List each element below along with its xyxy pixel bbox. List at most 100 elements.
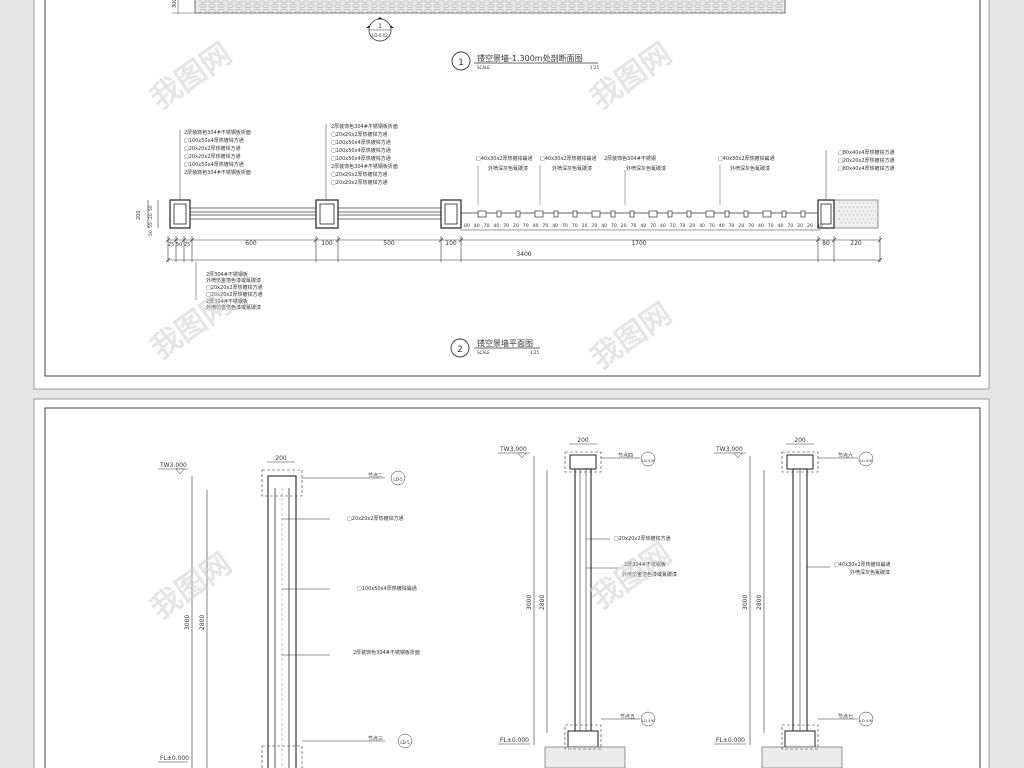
elev2-node-top-ref: LD-5/6 (642, 459, 655, 463)
title-2-number: 2 (457, 345, 463, 355)
plan-side-dim-2: 55 (148, 222, 154, 228)
elev2-node-bottom-ref: LD-5/6 (642, 719, 655, 723)
plan-spacing-label: 70 (503, 223, 509, 229)
sheet-border-bottom (44, 407, 981, 768)
elev3-note-1: 外喷深灰色氟碳漆 (850, 569, 890, 576)
elev2-width: 200 (577, 437, 589, 444)
plan-spacing-label: 70 (729, 223, 735, 229)
section-paving-strip (172, 0, 786, 14)
drawing-title-2: 2 镂空景墙平面图 SCALE 1:25 (450, 338, 540, 358)
title-1-text: 镂空景墙-1.300m处剖断面图 (477, 53, 583, 63)
elev1-note-0: □20x20x2厚热镀锌方通 (347, 515, 404, 522)
elev3-width: 200 (794, 437, 806, 444)
plan-beam-2 (185, 214, 317, 220)
title-1-scale-value: 1:25 (590, 65, 599, 70)
plan-spacing-label: 70 (787, 223, 793, 229)
callout-mid-4: □100x50x4厚热镀锌方通 (331, 155, 391, 162)
callout-bottom-2: □20x20x2厚热镀锌方通 (206, 284, 263, 291)
elev2-height-inner: 2800 (539, 595, 546, 610)
elev1-bottom-level: FL±0.000 (160, 755, 189, 762)
callout-right-0: □80x40x4厚热镀锌方通 (838, 149, 895, 156)
callout-bottom-5: 外喷仿金箔色漆或氟碳漆 (206, 304, 261, 311)
sheet-frame-top (33, 0, 990, 390)
elev2-height-total: 3000 (526, 595, 533, 610)
plan-spacing-label: 40 (533, 223, 539, 229)
plan-spacing-label: 20 (797, 223, 803, 229)
plan-spacing-label: 70 (591, 223, 597, 229)
elev3-top-level: TW3.000 (715, 446, 743, 453)
callout-mid-2: □100x50x4厚热镀锌方通 (331, 139, 391, 146)
plan-spacing-label: 40 (660, 223, 666, 229)
top-note-1-l2: 外喷深灰色氟碳漆 (552, 165, 592, 172)
plan-side-dim-0: 200 (136, 210, 142, 220)
plan-slat (667, 210, 673, 218)
elev1-node-top-ref: LD-5 (393, 477, 403, 482)
plan-beam-3 (337, 207, 442, 213)
top-note-3-l2: 外喷深灰色氟碳漆 (730, 165, 770, 172)
callout-mid-6: □20x20x2厚热镀锌方通 (331, 171, 388, 178)
callout-bottom-0: 2厚304#不锈钢板 (206, 271, 248, 278)
elev1-note-2: 2厚装饰色304#不锈钢板折面 (353, 649, 420, 656)
plan-spacing-label: 40 (601, 223, 607, 229)
plan-spacing-label: 20 (513, 223, 519, 229)
elev1-top-level: TW3.000 (159, 462, 187, 469)
plan-callout-bottom: 2厚304#不锈钢板 外喷仿金箔色漆或氟碳漆 □20x20x2厚热镀锌方通 □2… (206, 271, 263, 311)
plan-post-2 (315, 199, 339, 229)
sheet-border-top (44, 0, 981, 377)
elev1-node-top: 节点二 (368, 473, 383, 479)
callout-mid-1: □20x20x2厚热镀锌方通 (331, 131, 388, 138)
plan-spacing-label: 70 (748, 223, 754, 229)
elev2-top-level: TW3.000 (499, 446, 527, 453)
plan-spacing-label: 20 (807, 223, 813, 229)
plan-spacing-label: 40 (758, 223, 764, 229)
elev1-node-bottom-ref: LD-5 (400, 740, 410, 745)
plan-slat (591, 210, 601, 218)
section-marker-top: 1 (378, 23, 382, 30)
plan-side-dim-3: 20 (148, 213, 154, 219)
dim-220: 220 (850, 240, 862, 247)
elev3-note-0: □40x30x2厚热镀锌扁通 (834, 561, 891, 568)
plan-slat (686, 210, 692, 218)
dim-total: 3400 (516, 251, 531, 258)
plan-slat (629, 210, 635, 218)
plan-slat (610, 210, 616, 218)
top-note-0-l2: 外喷深灰色氟碳漆 (488, 165, 528, 172)
elev3-node-top: 节点六 (838, 452, 853, 459)
top-note-2-l1: 2厚装饰色304#不锈钢 (604, 155, 656, 162)
plan-view: 200 50 55 20 50 25 50 25 600 100 500 100… (136, 124, 883, 300)
plan-slat (553, 210, 559, 218)
plan-spacing-label: 40 (640, 223, 646, 229)
plan-post-3 (440, 199, 462, 229)
dim-1700: 1700 (631, 240, 646, 247)
elev3-node-top-ref: LD-5/6 (860, 459, 873, 463)
dim-25a: 25 (168, 242, 174, 248)
plan-callout-right: □80x40x4厚热镀锌方通 □20x20x2厚热镀锌方通 □80x40x4厚热… (838, 149, 895, 172)
plan-spacing-label: 70 (484, 223, 490, 229)
plan-spacing-label: 20 (738, 223, 744, 229)
plan-spacing-label: 70 (611, 223, 617, 229)
callout-left-4: □100x50x4厚热镀锌方通 (184, 161, 244, 168)
plan-slat (477, 210, 487, 218)
plan-side-dim-1: 50 (148, 230, 154, 236)
callout-left-1: □100x50x4厚热镀锌方通 (184, 137, 244, 144)
plan-spacing-label: 70 (542, 223, 548, 229)
plan-beam-4 (337, 214, 442, 220)
plan-spacing-label: 70 (650, 223, 656, 229)
title-1-number: 1 (458, 58, 464, 68)
plan-spacing-label: 70 (670, 223, 676, 229)
callout-left-0: 2厚装饰色304#不锈钢板折面 (184, 129, 251, 136)
plan-callout-top-notes: □40x30x2厚热镀锌扁通 外喷深灰色氟碳漆 □40x30x2厚热镀锌扁通 外… (476, 155, 775, 172)
plan-spacing-label: 40 (778, 223, 784, 229)
title-1-scale-label: SCALE (477, 65, 490, 70)
plan-spacing-label: 40 (552, 223, 558, 229)
plan-slat (743, 210, 749, 218)
callout-mid-7: □20x20x2厚热镀锌方通 (331, 179, 388, 186)
sheet-frame-bottom (33, 398, 990, 768)
callout-bottom-1: 外喷仿金箔色漆或氟碳漆 (206, 277, 261, 284)
elev3-node-bottom: 节点七 (838, 713, 853, 720)
callout-mid-5: 2厚装饰色304#不锈钢板折面 (331, 163, 398, 170)
plan-side-dim-4: 50 (148, 205, 154, 211)
callout-left-5: 2厚装饰色304#不锈钢板折面 (184, 169, 251, 176)
plan-spacing-label: 40 (493, 223, 499, 229)
plan-callout-mid: 2厚装饰色304#不锈钢板折面 □20x20x2厚热镀锌方通 □100x50x4… (331, 123, 398, 186)
